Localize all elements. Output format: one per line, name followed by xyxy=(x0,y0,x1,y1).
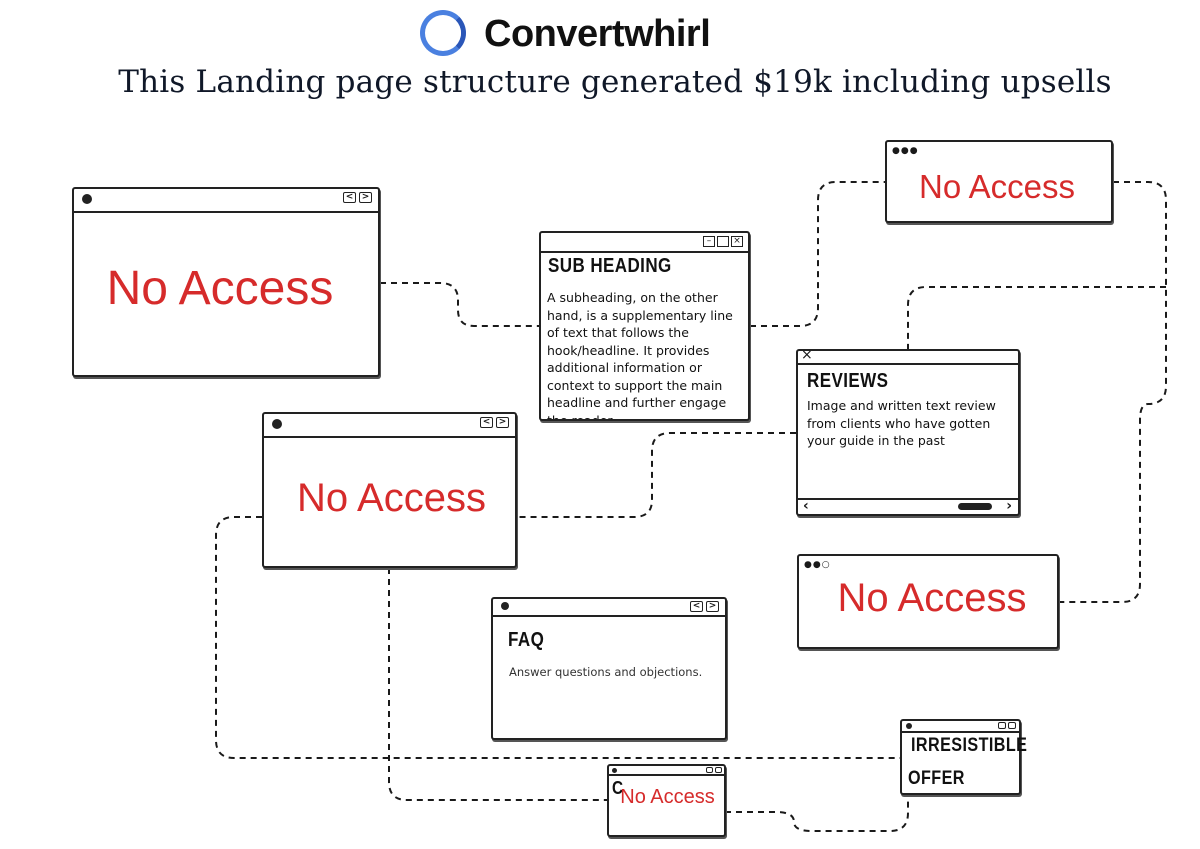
card-title-partial: C xyxy=(612,778,624,798)
scroll-thumb xyxy=(958,503,992,510)
card-body: A subheading, on the other hand, is a su… xyxy=(547,290,733,419)
card-title: REVIEWS xyxy=(807,370,889,392)
window-dots-icon: ●●● xyxy=(892,146,919,156)
swirl-logo-icon xyxy=(418,6,474,62)
window-bottom: C No Access xyxy=(607,764,726,837)
brand-name: Convertwhirl xyxy=(484,12,711,55)
minimize-icon: – xyxy=(703,236,715,247)
window-reviews: × REVIEWS Image and written text review … xyxy=(796,347,1020,516)
scroll-left-icon: ‹ xyxy=(803,498,809,514)
card-title-line2: OFFER xyxy=(908,768,965,789)
connector-top-to-right-rail xyxy=(1060,181,1167,603)
titlebar xyxy=(902,721,1019,733)
horizontal-scrollbar: ‹ › xyxy=(798,498,1018,514)
window-hook: < > No Access xyxy=(72,187,380,377)
close-icon: × xyxy=(731,236,743,247)
window-dot-icon xyxy=(82,194,92,204)
close-icon: × xyxy=(801,347,813,363)
titlebar: < > xyxy=(264,414,515,438)
prev-arrow-icon xyxy=(706,767,713,773)
window-dot-icon xyxy=(272,419,282,429)
card-title: FAQ xyxy=(508,629,545,651)
connector-reviews-to-middle xyxy=(517,432,796,518)
header: Convertwhirl This Landing page structure… xyxy=(0,0,1200,110)
card-title-line1: IRRESISTIBLE xyxy=(911,735,1028,756)
prev-arrow-icon: < xyxy=(690,601,703,612)
prev-arrow-icon: < xyxy=(480,417,493,428)
titlebar: ●●● xyxy=(887,142,1111,156)
window-dot-icon xyxy=(501,602,509,610)
page-title: This Landing page structure generated $1… xyxy=(118,64,1112,100)
scroll-right-icon: › xyxy=(1006,498,1012,514)
titlebar: – × xyxy=(541,233,748,253)
prev-arrow-icon: < xyxy=(343,192,356,203)
window-top-right: ●●● No Access xyxy=(885,140,1113,223)
titlebar: × xyxy=(798,347,1018,365)
restricted-label: No Access xyxy=(620,786,715,808)
card-title: SUB HEADING xyxy=(548,255,672,277)
next-arrow-icon xyxy=(1008,722,1016,729)
restricted-label: No Access xyxy=(106,262,334,315)
window-middle: < > No Access xyxy=(262,412,517,568)
restricted-label: No Access xyxy=(297,476,486,520)
restricted-label: No Access xyxy=(837,576,1027,620)
connector-rail-to-reviews xyxy=(907,286,1166,350)
next-arrow-icon: > xyxy=(496,417,509,428)
titlebar xyxy=(609,766,724,776)
window-subheading: – × SUB HEADING A subheading, on the oth… xyxy=(539,231,750,421)
window-faq: < > FAQ Answer questions and objections. xyxy=(491,597,727,740)
titlebar: ●●○ xyxy=(799,556,1057,570)
window-dot-icon xyxy=(612,768,617,773)
next-arrow-icon xyxy=(715,767,722,773)
connector-middle-to-bottom xyxy=(388,568,607,801)
titlebar: < > xyxy=(74,189,378,213)
maximize-icon xyxy=(717,236,729,247)
next-arrow-icon: > xyxy=(359,192,372,203)
restricted-label: No Access xyxy=(919,168,1075,205)
connector-subheading-to-top xyxy=(750,181,885,327)
connector-bottom-to-offer xyxy=(725,795,909,832)
connector-middle-to-left-loop xyxy=(215,516,900,759)
connector-hook-to-subheading xyxy=(380,282,540,327)
brand: Convertwhirl xyxy=(418,6,711,62)
window-dots-icon: ●●○ xyxy=(804,560,831,570)
window-dot-icon xyxy=(906,723,912,729)
titlebar: < > xyxy=(493,599,725,617)
prev-arrow-icon xyxy=(998,722,1006,729)
card-body: Image and written text review from clien… xyxy=(807,398,996,448)
card-body: Answer questions and objections. xyxy=(509,665,703,679)
window-right: ●●○ No Access xyxy=(797,554,1059,649)
next-arrow-icon: > xyxy=(706,601,719,612)
window-offer: IRRESISTIBLE OFFER xyxy=(900,719,1027,795)
